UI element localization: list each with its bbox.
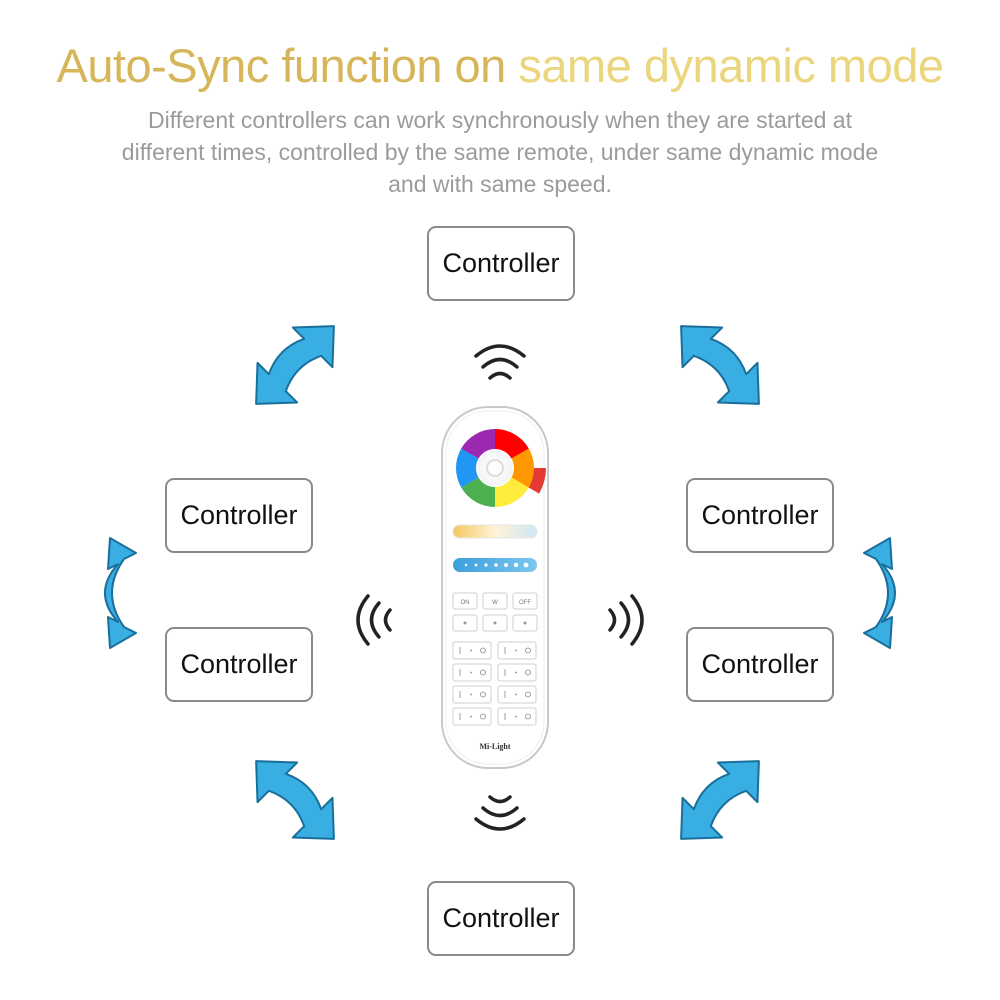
sync-arrow-icon-left [104, 537, 137, 649]
w-button [482, 592, 508, 610]
remote-brand-logo: Mi-Light [479, 742, 510, 751]
page-title: Auto-Sync function on same dynamic mode [0, 38, 1000, 93]
zone-buttons [452, 641, 537, 726]
w-button-label: W [492, 600, 498, 606]
on-button-label: ON [461, 600, 470, 606]
off-button [512, 592, 538, 610]
title-part-accent: same dynamic mode [518, 39, 944, 92]
cct-slider [452, 524, 538, 539]
controller-box-top: Controller [427, 226, 575, 301]
color-wheel-icon [444, 417, 546, 519]
sync-arrow-icon-bottom-right [660, 740, 780, 860]
signal-waves-icon-bottom [474, 795, 526, 831]
sync-arrow-icon-right [863, 537, 896, 649]
title-part-primary: Auto-Sync function on [56, 39, 519, 92]
sync-arrow-icon-bottom-left [235, 740, 355, 860]
controller-box-right-bottom: Controller [686, 627, 834, 702]
signal-waves-icon-left [356, 594, 392, 646]
controller-box-left-top: Controller [165, 478, 313, 553]
signal-waves-icon-right [608, 594, 644, 646]
on-button [452, 592, 478, 610]
off-button-label: OFF [519, 600, 531, 606]
sync-arrow-icon-top-right [660, 305, 780, 425]
sync-arrow-icon-top-left [235, 305, 355, 425]
controller-box-left-bottom: Controller [165, 627, 313, 702]
controller-box-bottom: Controller [427, 881, 575, 956]
remote-control-icon: ON W OFF Mi-Light [441, 406, 549, 769]
page-subtitle: Different controllers can work synchrono… [121, 107, 879, 197]
signal-waves-icon-top [474, 344, 526, 380]
controller-box-right-top: Controller [686, 478, 834, 553]
